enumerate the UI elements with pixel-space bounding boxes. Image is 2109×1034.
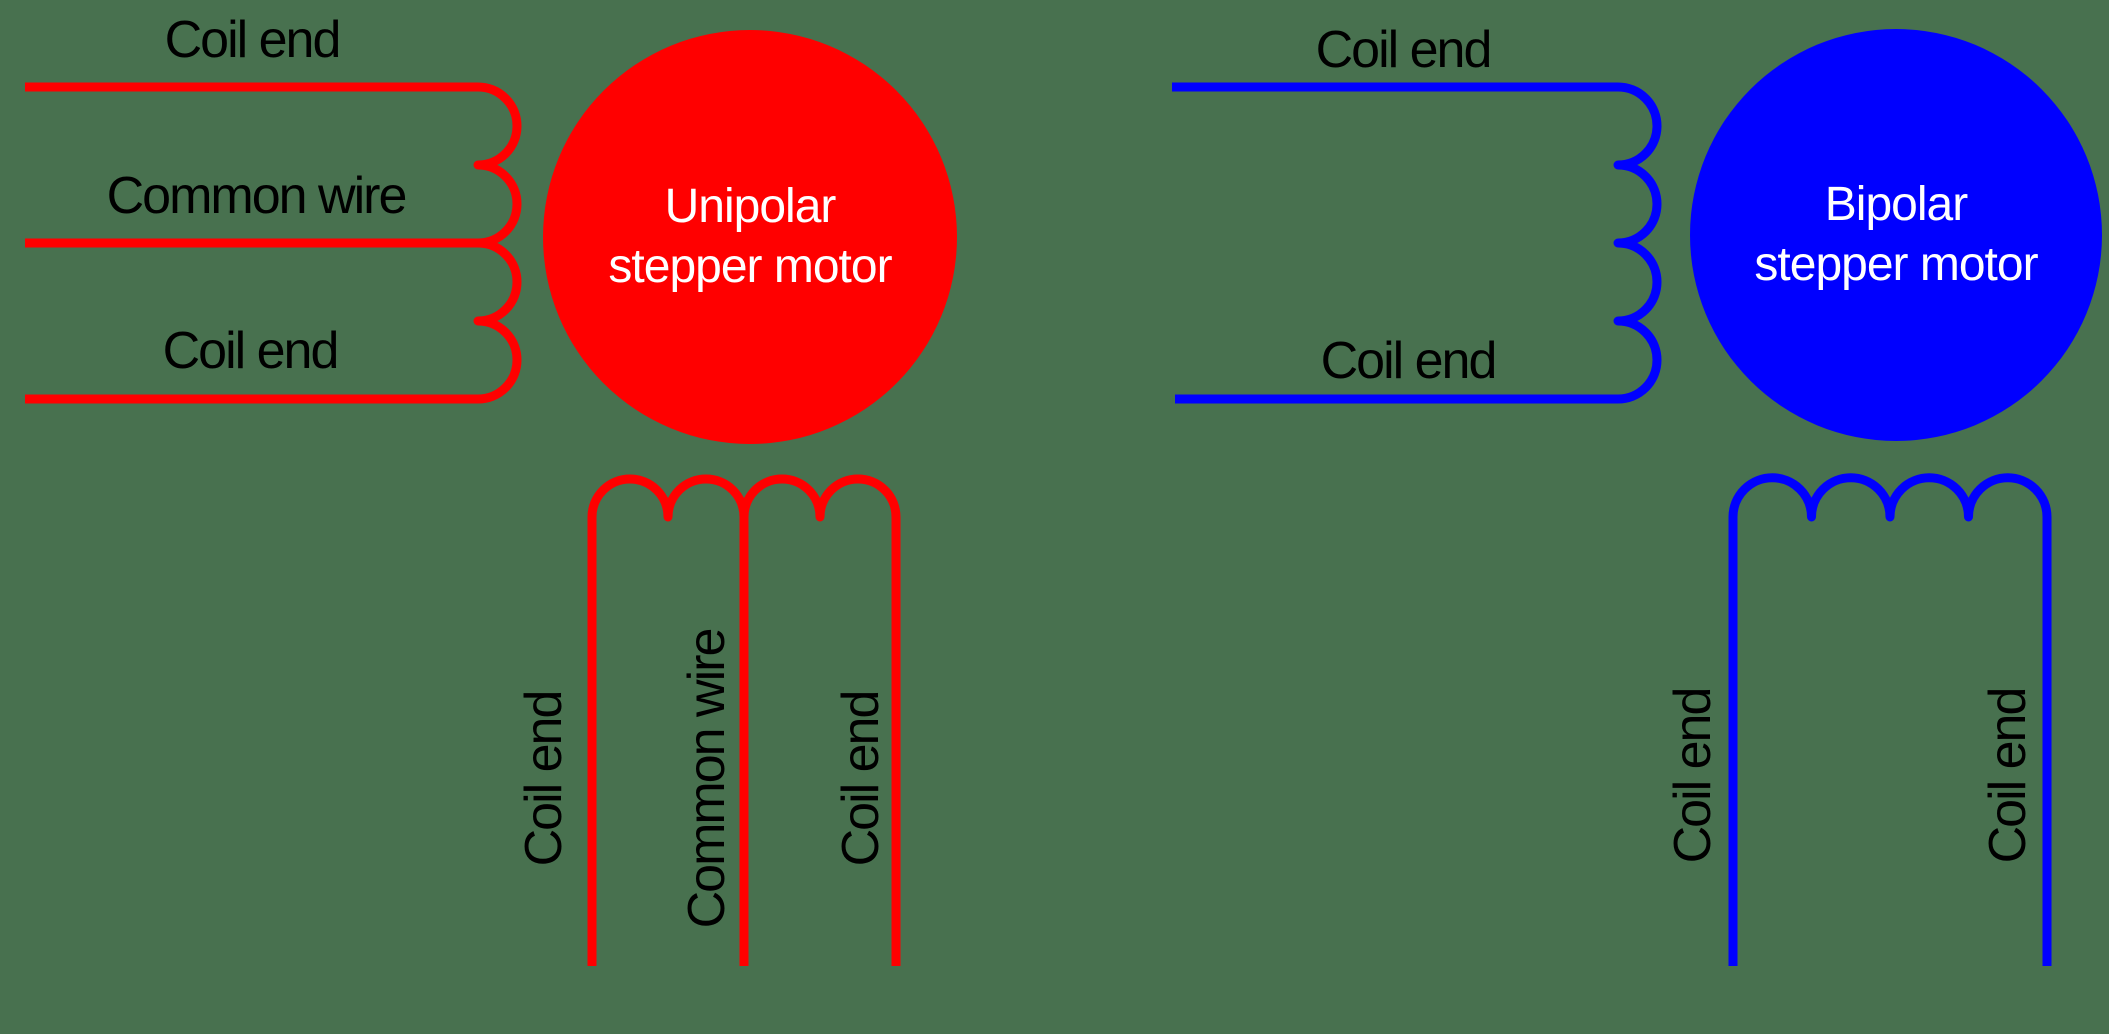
bipolar-vertical-right-coil-end-label: Coil end bbox=[1979, 688, 2037, 864]
unipolar-common-wire-label: Common wire bbox=[106, 167, 408, 225]
bipolar-motor-label-line2: stepper motor bbox=[1754, 238, 2038, 291]
bipolar-side-coil-wire bbox=[1172, 82, 1662, 404]
unipolar-top-coil-end-label: Coil end bbox=[164, 11, 342, 69]
bipolar-motor-circle bbox=[1690, 29, 2102, 441]
bipolar-bottom-coil-end-label: Coil end bbox=[1320, 332, 1498, 390]
bipolar-bottom-coil-wire bbox=[1728, 473, 2052, 966]
unipolar-motor-label: Unipolar stepper motor bbox=[608, 177, 892, 297]
bipolar-vertical-left-coil-end-label: Coil end bbox=[1664, 688, 1722, 864]
unipolar-motor-circle bbox=[543, 30, 957, 444]
unipolar-vertical-common-wire-label: Common wire bbox=[678, 629, 736, 929]
unipolar-vertical-right-coil-end-label: Coil end bbox=[832, 691, 890, 867]
unipolar-motor-label-line2: stepper motor bbox=[608, 240, 892, 293]
unipolar-bottom-coil-end-label: Coil end bbox=[162, 322, 340, 380]
unipolar-vertical-left-coil-end-label: Coil end bbox=[515, 691, 573, 867]
unipolar-motor-label-line1: Unipolar bbox=[664, 180, 837, 233]
bipolar-motor-label: Bipolar stepper motor bbox=[1754, 175, 2038, 295]
bipolar-top-coil-end-label: Coil end bbox=[1315, 21, 1493, 79]
bipolar-motor-label-line1: Bipolar bbox=[1824, 178, 1968, 231]
